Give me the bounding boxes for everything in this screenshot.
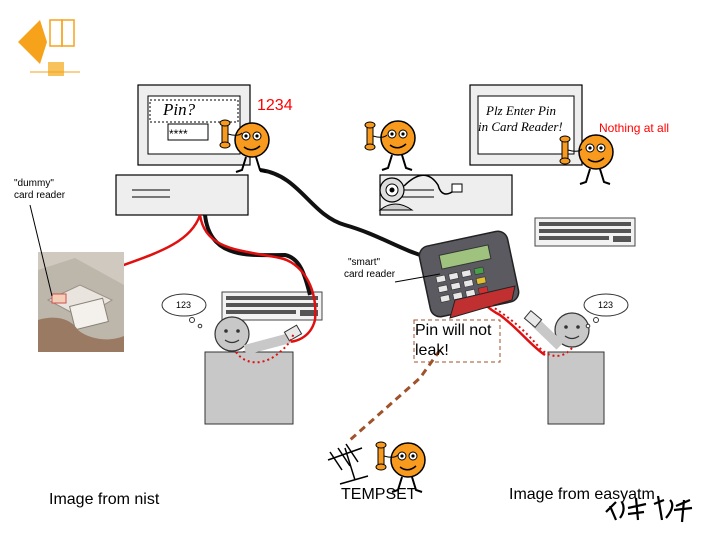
thought-right-text: 123 xyxy=(598,300,614,310)
keyboard-icon xyxy=(534,217,636,247)
person-right xyxy=(523,309,605,425)
antenna-icon xyxy=(327,443,369,485)
phone-face-icon xyxy=(390,442,426,493)
smart-card-reader-image xyxy=(418,230,520,319)
thought-bubble-right xyxy=(583,293,629,329)
caption-tempset: TEMPSET xyxy=(341,486,417,503)
smart-label-line1: "smart" xyxy=(348,257,381,268)
plz-enter-line2: in Card Reader! xyxy=(478,119,563,134)
smiley-icon xyxy=(214,316,250,352)
person-left xyxy=(204,316,303,425)
thought-left-text: 123 xyxy=(176,300,192,310)
dummy-label-line1: "dummy" xyxy=(14,178,54,189)
hand-icon xyxy=(283,324,303,342)
dummy-card-reader-photo xyxy=(38,252,124,352)
pin-masked-label: **** xyxy=(169,127,188,141)
keypress-lines xyxy=(235,304,573,364)
caption-nist: Image from nist xyxy=(49,491,160,508)
middle-computer xyxy=(379,84,583,216)
caption-easyatm: Image from easyatm xyxy=(509,486,655,503)
dummy-label-line2: card reader xyxy=(14,190,66,201)
phone-face-icon xyxy=(380,120,416,171)
hand-icon xyxy=(523,309,543,329)
keyboard-icon xyxy=(221,291,323,321)
webcam-icon xyxy=(378,174,463,211)
university-logo-icon xyxy=(18,19,80,76)
pin-not-leak-box xyxy=(413,319,501,363)
university-signature-icon xyxy=(605,495,693,523)
pin-prompt-label: Pin? xyxy=(163,100,196,119)
pin-not-leak-line2: leak! xyxy=(415,342,449,359)
phone-face-icon xyxy=(578,134,614,185)
plz-enter-line1: Plz Enter Pin xyxy=(486,103,557,118)
smart-label-line2: card reader xyxy=(344,269,396,280)
label-pointers xyxy=(29,204,441,297)
pin-typed-label: 1234 xyxy=(257,97,293,114)
thought-bubble-left xyxy=(161,293,207,329)
nothing-at-all-label: Nothing at all xyxy=(599,121,670,135)
pin-not-leak-line1: Pin will not xyxy=(415,322,492,339)
